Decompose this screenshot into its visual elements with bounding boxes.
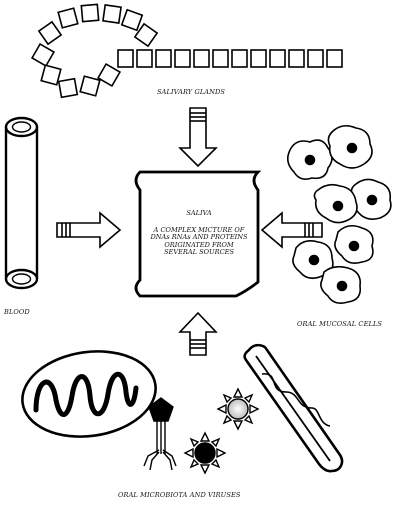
phage-virus-icon [143,397,177,471]
saliva-description: SALIVA A COMPLEX MICTURE OF DNAs RNAs AN… [140,209,258,257]
arrow-left-from-mucosal-cells [260,211,323,249]
arrow-right-from-blood [56,211,122,249]
arrow-up-from-microbiota [178,311,218,356]
spiked-virus-dark-icon [183,431,227,475]
arrow-down-from-glands [178,107,218,168]
label-oral-mucosal-cells: ORAL MUCOSAL CELLS [297,320,383,328]
saliva-title: SALIVA [186,209,212,217]
saliva-line-2: DNAs RNAs AND PROTEINS [150,233,248,242]
rod-bacterium-illustration [243,343,344,473]
blood-vessel-illustration [4,116,39,290]
oral-mucosal-cells-illustration [286,124,392,304]
saliva-line-4: SEVERAL SOURCES [164,248,234,257]
spiked-virus-light-icon [216,387,260,431]
label-oral-microbiota: ORAL MICROBIOTA AND VIRUSES [118,491,241,499]
saliva-line-1: A COMPLEX MICTURE OF [153,225,245,234]
saliva-central-box [134,170,262,298]
label-salivary-glands: SALIVARY GLANDS [157,88,226,96]
label-blood: BLOOD [4,308,30,316]
saliva-line-3: ORIGINATED FROM [164,240,234,249]
mitochondrion-illustration [21,350,157,438]
salivary-glands-illustration [30,3,343,99]
